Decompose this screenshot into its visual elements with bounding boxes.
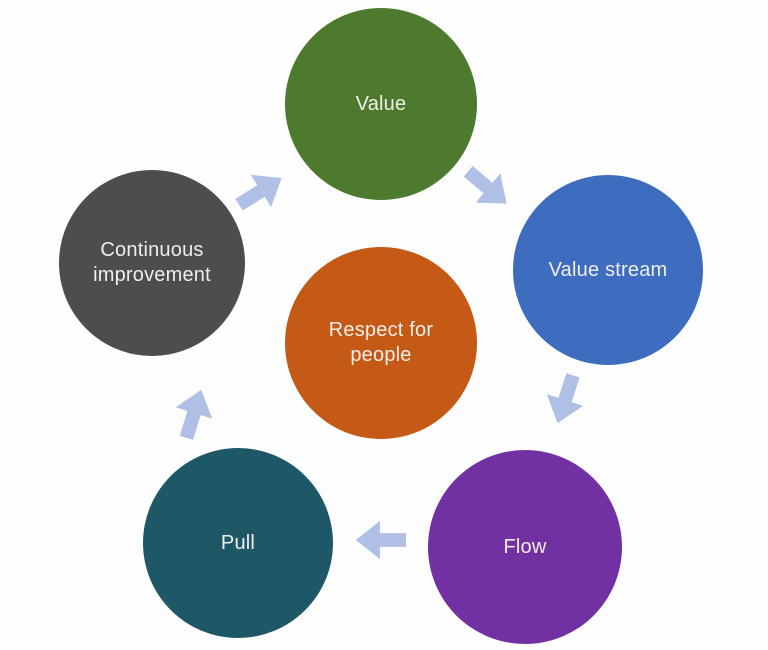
node-respect-for-people: Respect for people: [285, 247, 477, 439]
node-pull-label: Pull: [220, 531, 256, 554]
arrow-pull-to-continuous-improvement-icon: [175, 389, 213, 440]
arrow-value-stream-to-flow-icon: [546, 373, 584, 424]
node-value-stream: Value stream: [513, 175, 703, 365]
node-continuous-improvement: Continuous improvement: [59, 170, 245, 356]
node-flow: Flow: [428, 450, 622, 644]
node-value-stream-label: Value stream: [548, 258, 668, 281]
arrow-value-to-value-stream-icon: [463, 165, 507, 204]
node-value-label: Value: [355, 92, 407, 115]
arrow-flow-to-pull-icon: [355, 520, 406, 560]
node-value: Value: [285, 8, 477, 200]
node-flow-label: Flow: [503, 535, 547, 558]
arrow-continuous-improvement-to-value-icon: [235, 174, 282, 211]
node-respect-for-people-label: Respect for people: [328, 319, 434, 366]
node-pull: Pull: [143, 448, 333, 638]
node-continuous-improvement-label: Continuous improvement: [93, 239, 211, 286]
